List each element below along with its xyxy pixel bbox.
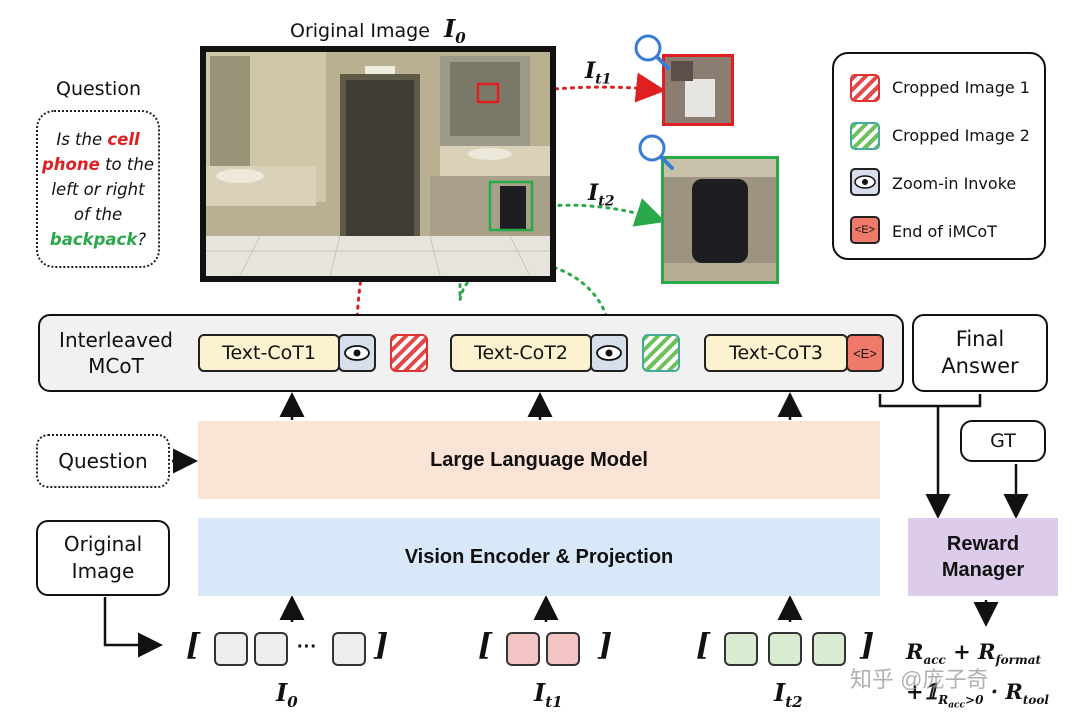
image-token — [724, 632, 758, 666]
end-token: <E> — [846, 334, 884, 372]
cropped-image-1 — [662, 54, 734, 126]
large-language-model-block: Large Language Model — [198, 421, 880, 499]
image-token — [812, 632, 846, 666]
i0-token-label: I0 — [276, 678, 298, 711]
legend-swatch-green-hatch — [850, 122, 880, 150]
crop-arrow-green — [533, 198, 666, 227]
end-token-swatch: <E> — [850, 216, 880, 244]
token-ellipsis: ··· — [297, 636, 317, 658]
it1-token-label: It1 — [534, 678, 563, 711]
bracket-open: [ — [478, 628, 493, 663]
eye-icon — [850, 168, 880, 196]
bracket-open: [ — [186, 628, 201, 663]
gt-box: GT — [960, 420, 1046, 462]
image-token — [546, 632, 580, 666]
image-token — [332, 632, 366, 666]
legend: Cropped Image 1 Cropped Image 2 Zoom-in … — [832, 52, 1046, 260]
it2-label: It2 — [588, 180, 615, 210]
legend-label-cropped-2: Cropped Image 2 — [892, 126, 1030, 145]
it1-label: It1 — [585, 58, 612, 88]
bracket-close: ] — [860, 628, 875, 663]
bathroom-photo-illustration — [206, 52, 550, 277]
image-token — [254, 632, 288, 666]
legend-label-cropped-1: Cropped Image 1 — [892, 78, 1030, 97]
legend-swatch-red-hatch — [850, 74, 880, 102]
original-photo — [200, 46, 556, 282]
eye-icon — [338, 334, 376, 372]
question-title: Question — [56, 78, 141, 100]
magnifier-icon — [632, 32, 672, 77]
text-cot-3: Text-CoT3 — [704, 334, 848, 372]
text-cot-1: Text-CoT1 — [198, 334, 340, 372]
bracket-open: [ — [696, 628, 711, 663]
question-bubble: Is the cell phone to the left or right o… — [36, 110, 160, 268]
image-token — [214, 632, 248, 666]
cropped-1-token — [390, 334, 428, 372]
image-token — [768, 632, 802, 666]
cropped-2-token — [642, 334, 680, 372]
magnifier-icon — [636, 132, 676, 177]
reward-formula: Racc + Rformat +𝟙Racc>0 · Rtool — [906, 639, 1049, 711]
it2-token-label: It2 — [774, 678, 803, 711]
watermark: 知乎 @庞子奇 — [850, 667, 989, 692]
cropped-image-2 — [661, 156, 779, 284]
question-input-box: Question — [36, 434, 170, 488]
question-text: Is the cell phone to the left or right o… — [42, 129, 154, 249]
vision-encoder-block: Vision Encoder & Projection — [198, 518, 880, 596]
text-cot-2: Text-CoT2 — [450, 334, 592, 372]
eye-icon — [590, 334, 628, 372]
legend-label-zoom-in: Zoom-in Invoke — [892, 174, 1017, 193]
original-image-title: Original Image I0 — [290, 14, 466, 47]
bracket-close: ] — [598, 628, 613, 663]
legend-label-end: End of iMCoT — [892, 222, 997, 241]
image-token — [506, 632, 540, 666]
bracket-close: ] — [374, 628, 389, 663]
